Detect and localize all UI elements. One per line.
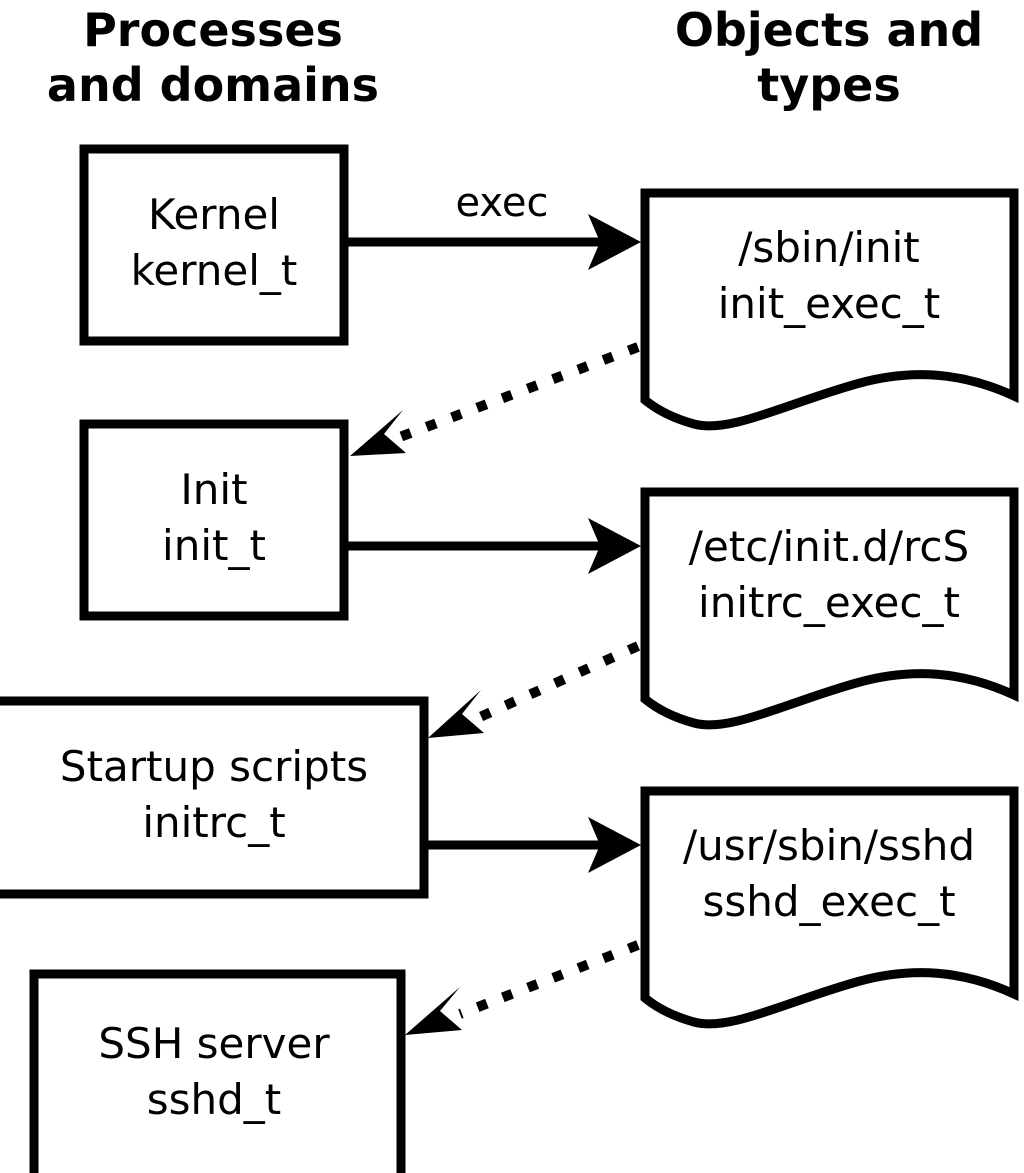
node-init-exec-document-shape[interactable] xyxy=(640,188,1019,431)
edge-initrc-exec-sshd-arrowhead xyxy=(588,817,641,873)
node-sshd[interactable]: SSH server sshd_t xyxy=(29,969,406,1173)
edge-sshd-exec-transition-sshd xyxy=(405,940,640,1035)
node-init-line1: Init xyxy=(180,465,247,514)
node-initrc-exec-line2: initrc_exec_t xyxy=(698,578,960,627)
edge-label-exec: exec xyxy=(456,180,549,226)
node-sshd-line1: SSH server xyxy=(98,1019,330,1068)
edge-initrc-exec-sshd xyxy=(428,817,641,873)
edge-kernel-exec-init: exec xyxy=(348,180,641,270)
node-kernel[interactable]: Kernel kernel_t xyxy=(79,144,349,346)
node-kernel-line1: Kernel xyxy=(148,190,280,239)
node-init[interactable]: Init init_t xyxy=(79,419,349,621)
node-init-line2: init_t xyxy=(162,521,266,570)
edge-initrc-exec-transition-initrc-line xyxy=(477,641,641,722)
node-initrc-line2: initrc_t xyxy=(142,798,285,847)
edge-initrc-exec-transition-initrc xyxy=(428,641,641,738)
column-header-processes-line1: Processes xyxy=(83,3,343,57)
node-sshd-exec[interactable]: /usr/sbin/sshd sshd_exec_t xyxy=(640,786,1019,1029)
column-header-processes: Processes and domains xyxy=(47,3,379,112)
edge-init-exec-transition-init xyxy=(350,342,640,456)
edge-init-exec-transition-init-line xyxy=(398,342,640,442)
node-sshd-exec-document-shape[interactable] xyxy=(640,786,1019,1029)
node-kernel-line2: kernel_t xyxy=(131,246,298,295)
edge-kernel-exec-init-arrowhead xyxy=(588,214,641,270)
node-initrc-line1: Startup scripts xyxy=(60,742,368,791)
edge-sshd-exec-transition-sshd-arrowhead xyxy=(405,987,462,1035)
node-init-box[interactable] xyxy=(79,419,349,621)
node-initrc-exec-line1: /etc/init.d/rcS xyxy=(689,522,969,571)
node-kernel-box[interactable] xyxy=(79,144,349,346)
edge-sshd-exec-transition-sshd-line xyxy=(458,940,640,1019)
node-init-exec-line1: /sbin/init xyxy=(738,223,920,272)
edge-init-exec-initrc-arrowhead xyxy=(588,518,641,574)
column-header-objects: Objects and types xyxy=(675,3,983,112)
edge-initrc-exec-transition-initrc-arrowhead xyxy=(428,690,484,738)
node-sshd-exec-line2: sshd_exec_t xyxy=(702,877,955,926)
node-sshd-box[interactable] xyxy=(29,969,406,1173)
node-initrc-box[interactable] xyxy=(0,696,429,899)
node-init-exec-line2: init_exec_t xyxy=(718,279,941,328)
node-initrc-exec-document-shape[interactable] xyxy=(640,487,1019,730)
node-initrc-exec[interactable]: /etc/init.d/rcS initrc_exec_t xyxy=(640,487,1019,730)
column-header-processes-line2: and domains xyxy=(47,58,379,112)
node-sshd-exec-line1: /usr/sbin/sshd xyxy=(683,821,975,870)
edge-init-exec-initrc xyxy=(348,518,641,574)
column-header-objects-line2: types xyxy=(757,58,900,112)
column-header-objects-line1: Objects and xyxy=(675,3,983,57)
node-init-exec[interactable]: /sbin/init init_exec_t xyxy=(640,188,1019,431)
node-sshd-line2: sshd_t xyxy=(147,1075,282,1124)
node-initrc[interactable]: Startup scripts initrc_t xyxy=(0,696,429,899)
edge-init-exec-transition-init-arrowhead xyxy=(350,410,406,456)
